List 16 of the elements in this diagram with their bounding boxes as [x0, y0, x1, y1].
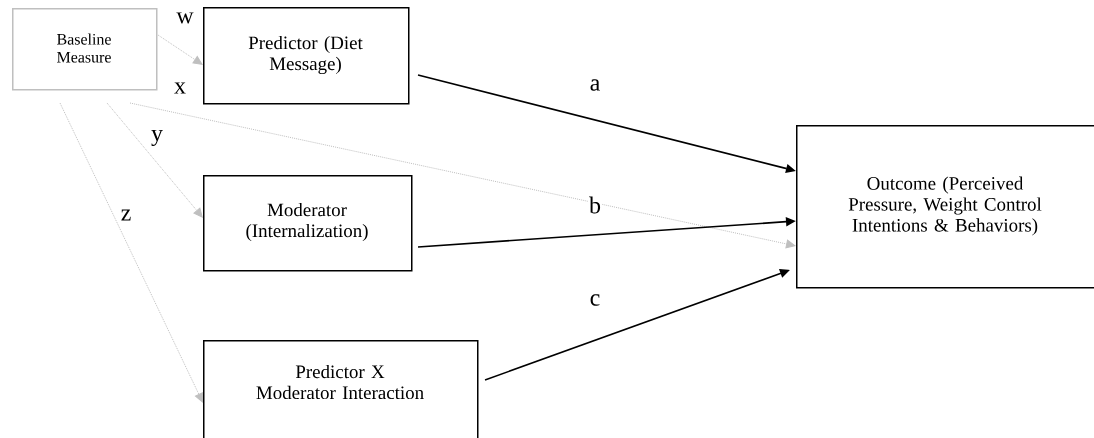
- edge-label: w: [175, 11, 195, 25]
- box: Outcome (Perceived Pressure, Weight Control Intentions & Behaviors): [796, 125, 1094, 289]
- arrow: [157, 34, 203, 65]
- edge-label: c: [588, 293, 602, 307]
- box: Baseline Measure: [12, 8, 158, 91]
- box: Predictor (Diet Message): [203, 7, 410, 105]
- arrow: [59, 102, 203, 403]
- box: Predictor X Moderator Interaction: [203, 340, 479, 438]
- edge-label: x: [173, 81, 187, 95]
- arrow: [129, 102, 796, 249]
- edge-label: z: [119, 208, 133, 222]
- edge-label: b: [588, 195, 602, 215]
- box: Moderator (Internalization): [203, 175, 413, 272]
- edge-label: y: [150, 128, 164, 148]
- edge-label: a: [588, 78, 602, 92]
- arrow: [106, 102, 203, 218]
